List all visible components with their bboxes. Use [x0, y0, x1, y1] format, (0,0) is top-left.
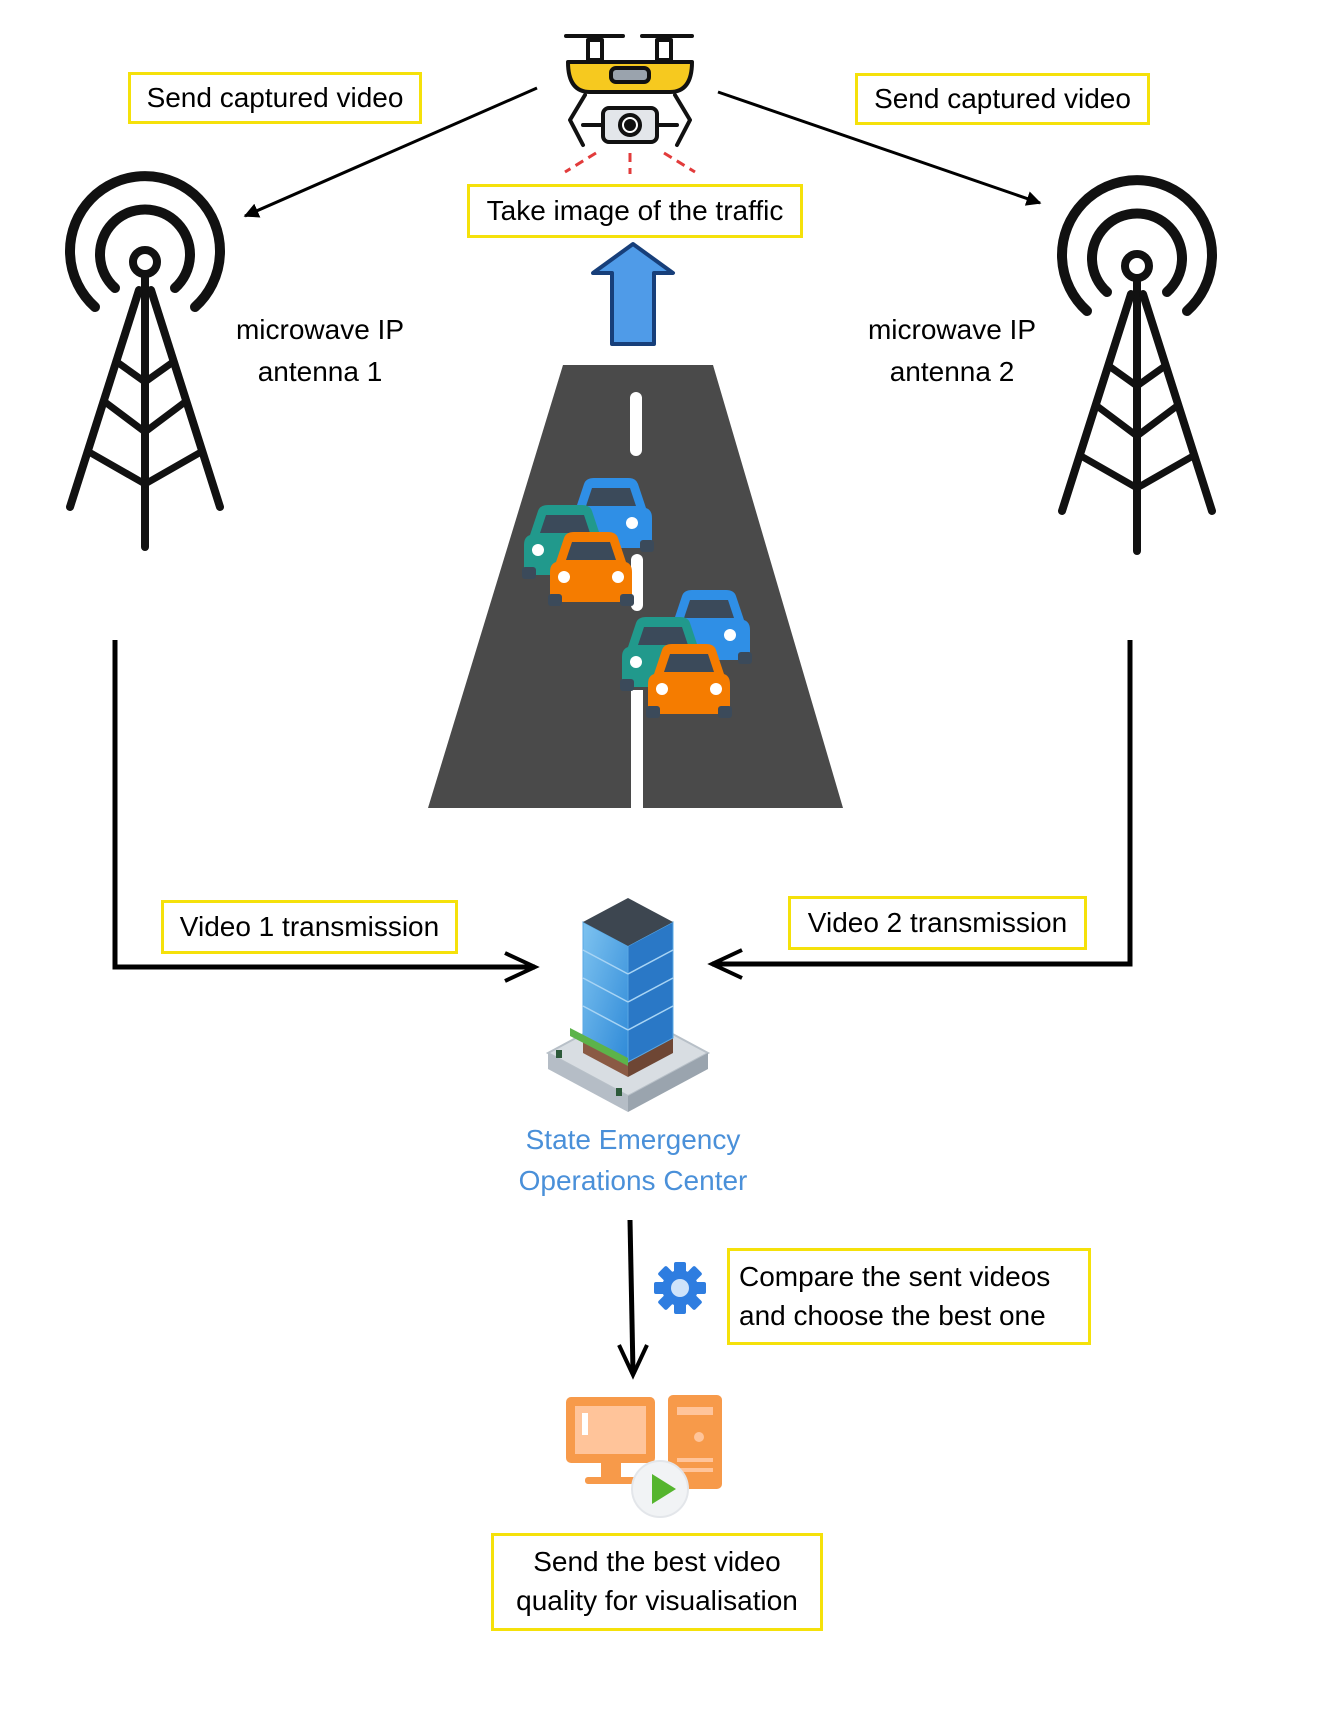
- compare-label-line1: Compare the sent videos: [739, 1260, 1051, 1292]
- compare-videos-text: Compare the sent videos and choose the b…: [739, 1258, 1050, 1335]
- compare-label-line2: and choose the best one: [739, 1299, 1046, 1331]
- office-building-icon: [545, 898, 711, 1112]
- car-orange-2: [646, 644, 732, 718]
- connector-drone-to-antenna1: [243, 86, 538, 218]
- connector-antenna2-to-center: [707, 640, 1133, 980]
- antenna2-label-line2: antenna 2: [889, 356, 1015, 387]
- antenna1-label-line2: antenna 1: [257, 356, 383, 387]
- car-orange-1: [548, 532, 634, 606]
- antenna-tower-icon-1: [65, 171, 225, 551]
- state-emergency-operations-center-label: State Emergency Operations Center: [480, 1120, 786, 1201]
- connector-center-to-computer: [617, 1219, 649, 1380]
- send-best-label-line2: quality for visualisation: [516, 1585, 798, 1616]
- computer-video-icon: [566, 1395, 722, 1518]
- take-image-label: Take image of the traffic: [467, 184, 803, 238]
- antenna2-label: microwave IP antenna 2: [842, 309, 1062, 393]
- antenna1-label-line1: microwave IP: [235, 314, 405, 345]
- send-best-video-text: Send the best video quality for visualis…: [516, 1543, 798, 1620]
- drone-scan-rays: [564, 151, 696, 174]
- center-label-line1: State Emergency: [525, 1124, 741, 1155]
- send-captured-video-left-label: Send captured video: [128, 72, 422, 124]
- antenna-tower-icon-2: [1057, 175, 1217, 555]
- connector-antenna1-to-center: [112, 640, 540, 983]
- gear-icon: [654, 1262, 706, 1314]
- compare-videos-label: Compare the sent videos and choose the b…: [727, 1248, 1091, 1345]
- center-label-line2: Operations Center: [518, 1164, 748, 1196]
- video1-transmission-label: Video 1 transmission: [161, 900, 458, 954]
- connector-drone-to-antenna2: [717, 90, 1042, 206]
- send-captured-video-right-label: Send captured video: [855, 73, 1150, 125]
- send-best-video-label: Send the best video quality for visualis…: [491, 1533, 823, 1631]
- drone-icon: [564, 34, 694, 147]
- road-traffic-icon: [428, 365, 843, 808]
- antenna2-label-line1: microwave IP: [867, 314, 1037, 345]
- antenna1-label: microwave IP antenna 1: [210, 309, 430, 393]
- send-best-label-line1: Send the best video: [533, 1546, 781, 1578]
- video2-transmission-label: Video 2 transmission: [788, 896, 1087, 950]
- arrow-up-icon: [591, 242, 675, 346]
